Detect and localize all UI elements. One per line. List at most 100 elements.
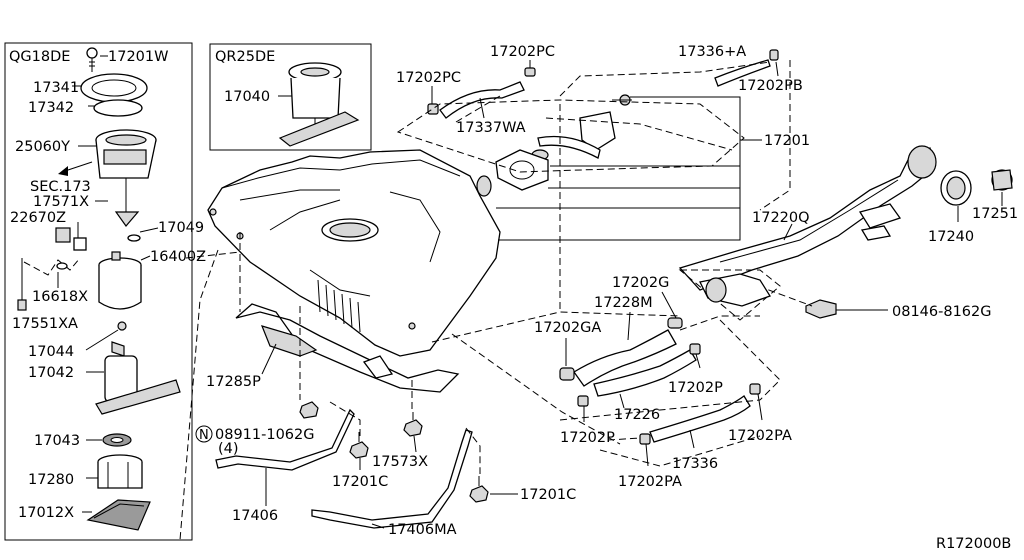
fuel-pump-assembly-17040: [278, 62, 360, 147]
hose-17336A: [714, 59, 771, 87]
label-17202PC-upper: 17202PC: [490, 44, 555, 60]
gasket-17342: [93, 99, 143, 117]
filler-hose-bracket: [699, 273, 771, 307]
label-17406MA: 17406MA: [388, 522, 457, 538]
clamp-17202P-upper: [689, 343, 701, 355]
flange-gasket: [476, 149, 549, 197]
strainer-17280: [97, 454, 143, 489]
clamp-17202P-lower: [577, 395, 589, 407]
lock-ring-17341: [80, 73, 148, 103]
strap-17406MA: [311, 429, 473, 529]
sec173-arrow-icon: [58, 161, 93, 176]
diagram-code: R172000B: [936, 536, 1011, 552]
label-17201C-upper: 17201C: [332, 474, 388, 490]
label-17202P-lower: 17202P: [560, 430, 615, 446]
qr25de-pump-group: QR25DE 17040: [209, 43, 372, 151]
label-17201: 17201: [764, 133, 810, 149]
clamp-17202PA-left: [639, 433, 651, 445]
clip-16618X: [56, 262, 68, 270]
label-17228M: 17228M: [594, 295, 653, 311]
label-17202GA: 17202GA: [534, 320, 601, 336]
clamp-17202PC-upper: [524, 67, 536, 77]
nut-under-tank: [299, 401, 319, 419]
qg18de-label: QG18DE: [9, 49, 70, 65]
clamp-17202G: [667, 317, 683, 329]
label-sec173: SEC.173: [30, 179, 91, 195]
filler-neck-17220Q: [678, 145, 937, 321]
label-17336A: 17336+A: [678, 44, 746, 60]
label-17240: 17240: [928, 229, 974, 245]
label-17573X: 17573X: [372, 454, 428, 470]
qg18de-pump-group: QG18DE 17201W 17341 17342: [4, 42, 206, 541]
label-17220Q: 17220Q: [752, 210, 810, 226]
screw-17201W: [86, 47, 108, 72]
clamp-17202PA-right: [749, 383, 761, 395]
fuel-pump-17042: [95, 341, 181, 415]
label-17551XA: 17551XA: [12, 316, 78, 332]
label-17202P-upper: 17202P: [668, 380, 723, 396]
label-17040: 17040: [224, 89, 270, 105]
fuel-filter-16400Z: [98, 251, 142, 310]
hose-17228M: [573, 329, 677, 387]
vent-valve-assembly: [531, 94, 632, 161]
strap-17406: [215, 408, 355, 471]
label-16618X: 16618X: [32, 289, 88, 305]
label-17202PC-lower: 17202PC: [396, 70, 461, 86]
label-22670Z: 22670Z: [10, 210, 66, 226]
bolt-17201C-lower: [469, 476, 489, 503]
label-08911-qty: (4): [218, 441, 239, 457]
label-17043: 17043: [34, 433, 80, 449]
label-17342: 17342: [28, 100, 74, 116]
label-16400Z: 16400Z: [150, 249, 206, 265]
label-17280: 17280: [28, 472, 74, 488]
hose-17337WA: [439, 81, 525, 119]
label-17049: 17049: [158, 220, 204, 236]
ring-17240: [940, 170, 972, 206]
hose-17336: [649, 395, 751, 443]
upper-hoses: 17202PC 17337WA 17202PC 17336+A 17202PB: [396, 44, 810, 312]
clamp-17202PC-lower: [427, 103, 439, 115]
label-17337WA: 17337WA: [456, 120, 526, 136]
clamp-17202GA: [559, 367, 575, 381]
label-17336: 17336: [672, 456, 718, 472]
label-17285P: 17285P: [206, 374, 261, 390]
label-17341: 17341: [33, 80, 79, 96]
label-17251: 17251: [972, 206, 1018, 222]
qr25de-box: [209, 43, 372, 151]
hose-17226: [593, 349, 697, 397]
ring-17049: [127, 234, 141, 242]
qg18de-box: [4, 42, 193, 541]
wire-17551XA: [17, 257, 81, 311]
label-08146: 08146-8162G: [892, 304, 992, 320]
clip-17043: [102, 433, 132, 447]
label-17042: 17042: [28, 365, 74, 381]
label-17202PA-left: 17202PA: [618, 474, 682, 490]
nut-symbol-circle: [195, 425, 213, 443]
bolt-17573X: [403, 412, 423, 437]
tank-ribs: [317, 279, 361, 333]
label-17571X: 17571X: [33, 194, 89, 210]
label-17226: 17226: [614, 407, 660, 423]
label-17201W: 17201W: [108, 49, 168, 65]
heat-shield-17285P: [235, 303, 460, 393]
bolt-17201C-upper: [349, 432, 369, 459]
sender-unit-25060Y: [95, 129, 157, 227]
label-08911: 08911-1062G: [215, 427, 315, 443]
qr25de-label: QR25DE: [215, 49, 275, 65]
bolt-08146: [805, 299, 888, 319]
filter-17012X: [86, 499, 151, 531]
label-17406: 17406: [232, 508, 278, 524]
label-17202PB: 17202PB: [738, 78, 803, 94]
label-17202G: 17202G: [612, 275, 669, 291]
label-25060Y: 25060Y: [15, 139, 70, 155]
nut-17044: [117, 321, 127, 331]
label-17012X: 17012X: [18, 505, 74, 521]
clamp-17202PB: [769, 49, 779, 61]
fuel-cap-17251: [991, 169, 1013, 191]
label-17044: 17044: [28, 344, 74, 360]
sensor-22670Z: [55, 227, 87, 251]
fuel-tank: [207, 149, 501, 357]
nut-symbol-n: N: [199, 428, 209, 443]
label-17201C-lower: 17201C: [520, 487, 576, 503]
